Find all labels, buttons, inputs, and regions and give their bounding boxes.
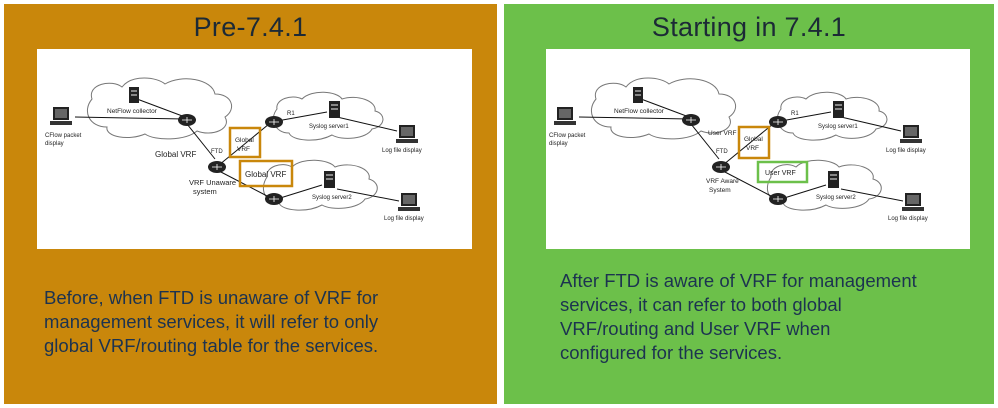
user-vrf-label: User VRF (708, 130, 737, 137)
global-vrf-label: Global VRF (155, 150, 196, 159)
global-vrf-box (737, 125, 771, 160)
global-vrf-box-text-2: VRF (237, 146, 250, 153)
network-diagram: CFlow packet display NetFlow collector (546, 49, 970, 249)
syslog2-server-icon (324, 171, 335, 188)
r1-router-icon (265, 116, 283, 128)
links (74, 98, 400, 202)
log-display-1-icon (900, 125, 922, 143)
description-line: global VRF/routing table for the service… (44, 335, 379, 356)
syslog2-cloud (263, 159, 378, 211)
syslog2-cloud (767, 159, 882, 211)
description-line: After FTD is aware of VRF for management (560, 270, 917, 291)
netflow-server-icon (633, 87, 643, 103)
description-line: management services, it will refer to on… (44, 311, 379, 332)
description-line: VRF/routing and User VRF when (560, 318, 831, 339)
global-vrf-box-text-1: Global (744, 136, 763, 143)
global-vrf-box-text-2: VRF (746, 145, 759, 152)
syslog1-server-icon (329, 101, 340, 118)
ftd-router-icon (712, 161, 730, 173)
cflow-label-2: display (45, 141, 64, 147)
description-line: services, it can refer to both global (560, 294, 842, 315)
vrf-system-label-1: VRF Aware (706, 178, 739, 185)
ftd-router-icon (208, 161, 226, 173)
global-vrf-box-text-1: Global (235, 137, 254, 144)
description-line: configured for the services. (560, 342, 783, 363)
panel-title: Starting in 7.4.1 (651, 12, 847, 42)
netflow-server-icon (129, 87, 139, 103)
cflow-label-1: CFlow packet (45, 133, 82, 139)
syslog2-label: Syslog server2 (312, 195, 352, 201)
user-vrf-box (756, 160, 809, 184)
global-vrf-box-lower-text: Global VRF (245, 170, 286, 179)
vrf-system-label-1: VRF Unaware (189, 178, 236, 187)
top-cloud (87, 77, 233, 140)
vrf-system-label-2: System (709, 187, 731, 194)
cflow-label-2: display (549, 141, 568, 147)
log-display-2-icon (398, 193, 420, 211)
r2-router-icon (265, 193, 283, 205)
netflow-label: NetFlow collector (107, 108, 158, 115)
r1-router-icon (769, 116, 787, 128)
cflow-computer-icon (554, 107, 576, 125)
starting-741-panel: Starting in 7.4.1 CFlow pac (504, 4, 994, 404)
log-display-2-icon (902, 193, 924, 211)
links (578, 98, 904, 202)
log-display-1-label: Log file display (382, 148, 422, 154)
syslog2-label: Syslog server2 (816, 195, 856, 201)
cflow-computer-icon (50, 107, 72, 125)
panel-description: After FTD is aware of VRF for management… (560, 269, 980, 365)
r1-label: R1 (287, 111, 295, 117)
global-vrf-box-upper (228, 126, 262, 159)
syslog1-label: Syslog server1 (818, 124, 858, 130)
user-vrf-box-text: User VRF (765, 170, 796, 177)
vrf-system-label-2: system (193, 187, 217, 196)
log-display-2-label: Log file display (384, 216, 424, 222)
panel-title: Pre-7.4.1 (193, 12, 308, 42)
router-icon (682, 114, 700, 126)
r1-label: R1 (791, 111, 799, 117)
global-vrf-box-lower (238, 159, 294, 188)
ftd-label: FTD (211, 149, 223, 155)
log-display-2-label: Log file display (888, 216, 928, 222)
netflow-label: NetFlow collector (614, 108, 665, 115)
syslog2-server-icon (828, 171, 839, 188)
syslog1-label: Syslog server1 (309, 124, 349, 130)
top-cloud (591, 77, 737, 140)
log-display-1-icon (396, 125, 418, 143)
ftd-label: FTD (716, 149, 728, 155)
syslog1-cloud (273, 91, 384, 141)
pre-741-panel: Pre-7.4.1 (4, 4, 497, 404)
syslog1-server-icon (833, 101, 844, 118)
syslog1-cloud (777, 91, 888, 141)
log-display-1-label: Log file display (886, 148, 926, 154)
network-diagram-svg: CFlow packet display NetFlow collector (45, 77, 424, 222)
router-icon (178, 114, 196, 126)
network-diagram-svg: CFlow packet display NetFlow collector (549, 77, 928, 222)
description-line: Before, when FTD is unaware of VRF for (44, 287, 379, 308)
network-diagram: CFlow packet display NetFlow collector (37, 49, 472, 249)
panel-description: Before, when FTD is unaware of VRF for m… (44, 286, 474, 358)
cflow-label-1: CFlow packet (549, 133, 586, 139)
r2-router-icon (769, 193, 787, 205)
